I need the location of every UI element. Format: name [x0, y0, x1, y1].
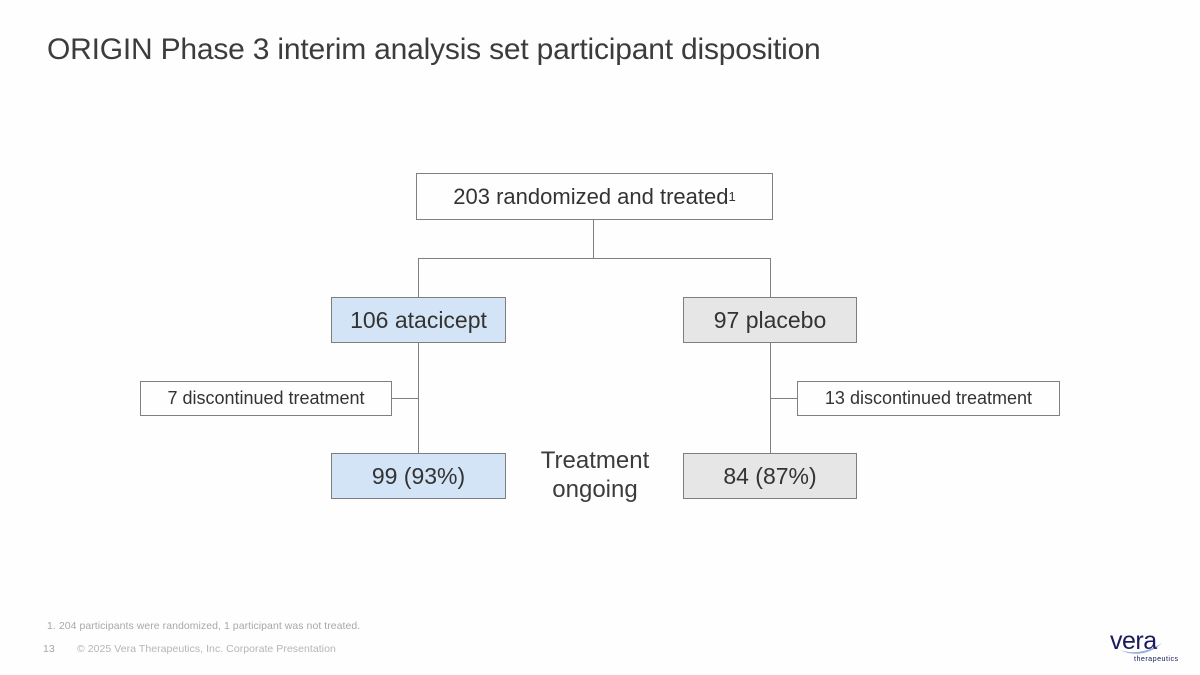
caption-line-2: ongoing	[552, 476, 638, 504]
node-placebo-enrolled: 97 placebo	[683, 297, 857, 343]
caption-line-1: Treatment	[540, 447, 650, 474]
node-atacicept-enrolled: 106 atacicept	[331, 297, 506, 343]
logo-graphic: vera therapeutics	[1110, 627, 1179, 663]
page-title: ORIGIN Phase 3 interim analysis set part…	[47, 33, 821, 66]
connector-drop-placebo	[770, 258, 772, 297]
connector-spine-placebo	[770, 343, 772, 453]
node-atacicept-label: 106 atacicept	[350, 306, 487, 333]
logo-wordmark: vera	[1110, 627, 1157, 655]
node-placebo-discontinued: 13 discontinued treatment	[797, 381, 1060, 416]
node-atacicept-ongoing-label: 99 (93%)	[371, 462, 466, 489]
node-placebo-label: 97 placebo	[713, 306, 827, 333]
page-number: 13	[43, 643, 55, 655]
node-placebo-discontinued-label: 13 discontinued treatment	[824, 388, 1033, 409]
treatment-ongoing-caption: Treatment ongoing	[516, 446, 674, 505]
node-atacicept-discontinued: 7 discontinued treatment	[140, 381, 392, 416]
connector-branch-atacicept-discontinued	[392, 398, 419, 400]
connector-drop-atacicept	[418, 258, 420, 297]
node-atacicept-ongoing: 99 (93%)	[331, 453, 506, 499]
slide-footer: 13 © 2025 Vera Therapeutics, Inc. Corpor…	[43, 643, 336, 655]
node-placebo-ongoing-label: 84 (87%)	[723, 462, 817, 489]
logo-swoosh-icon	[1120, 643, 1162, 654]
connector-branch-placebo-discontinued	[771, 398, 798, 400]
node-randomized-label: 203 randomized and treated	[453, 183, 729, 209]
connector-root-stem	[593, 220, 595, 258]
footnote-text: 1. 204 participants were randomized, 1 p…	[47, 620, 361, 632]
connector-split-bar	[418, 258, 771, 260]
copyright-text: © 2025 Vera Therapeutics, Inc. Corporate…	[77, 643, 336, 655]
vera-therapeutics-logo: vera therapeutics	[1104, 626, 1190, 666]
node-placebo-ongoing: 84 (87%)	[683, 453, 857, 499]
logo-tagline: therapeutics	[1134, 654, 1179, 663]
node-atacicept-discontinued-label: 7 discontinued treatment	[167, 388, 365, 409]
